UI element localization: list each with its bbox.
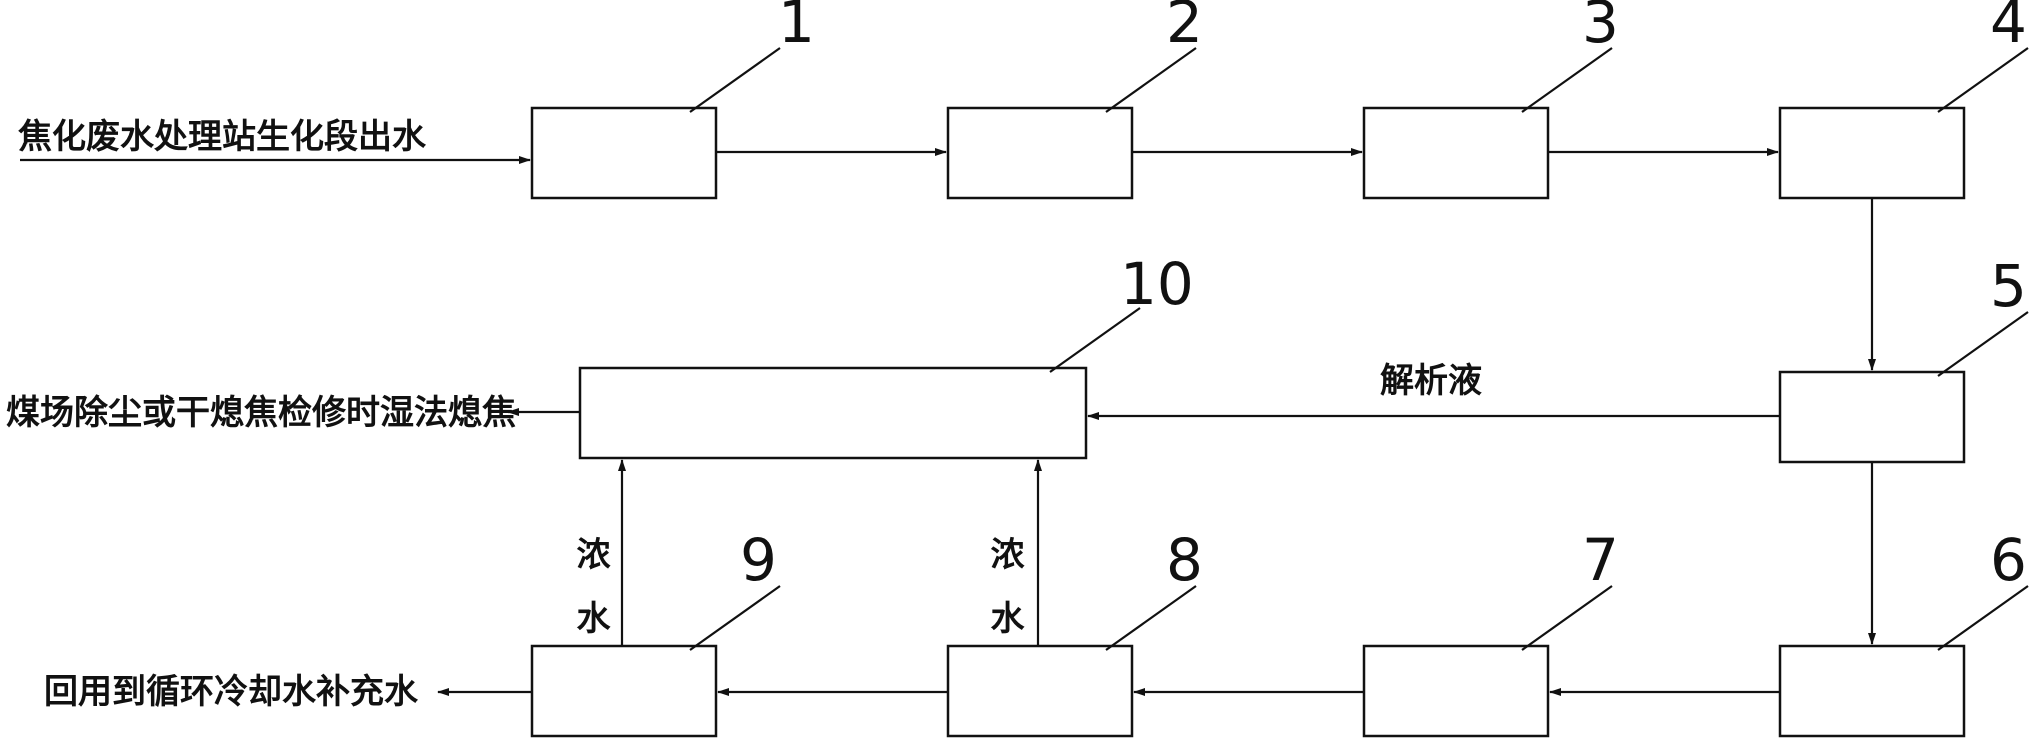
box-number-4: 4 <box>1990 0 2027 56</box>
leader-10 <box>1049 307 1141 373</box>
label-output-dust: 煤场除尘或干熄焦检修时湿法熄焦 <box>6 393 516 433</box>
label-output-cooling: 回用到循环冷却水补充水 <box>44 672 419 712</box>
leader-lines <box>689 47 2029 651</box>
box-6 <box>1778 644 1966 738</box>
box-number-6: 6 <box>1990 526 2027 594</box>
box-number-9: 9 <box>740 526 777 594</box>
box-number-7: 7 <box>1582 526 1619 594</box>
leader-9 <box>689 585 781 651</box>
label-desorption: 解析液 <box>1380 361 1482 401</box>
box-number-5: 5 <box>1990 252 2027 320</box>
box-number-3: 3 <box>1582 0 1619 56</box>
box-2 <box>946 106 1134 200</box>
leader-2 <box>1105 47 1197 113</box>
label-concentrate-right: 浓水 <box>984 536 1024 664</box>
box-number-1: 1 <box>778 0 815 56</box>
box-7 <box>1362 644 1550 738</box>
leader-5 <box>1937 311 2029 377</box>
leader-7 <box>1521 585 1613 651</box>
leader-1 <box>689 47 781 113</box>
flow-arrows <box>20 148 1876 696</box>
leader-6 <box>1937 585 2029 651</box>
label-concentrate-left: 浓水 <box>570 536 610 664</box>
box-10 <box>578 366 1088 460</box>
box-number-8: 8 <box>1166 526 1203 594</box>
box-9 <box>530 644 718 738</box>
box-3 <box>1362 106 1550 200</box>
label-input: 焦化废水处理站生化段出水 <box>18 117 427 157</box>
box-5 <box>1778 370 1966 464</box>
leader-3 <box>1521 47 1613 113</box>
box-8 <box>946 644 1134 738</box>
box-number-2: 2 <box>1166 0 1203 56</box>
leader-4 <box>1937 47 2029 113</box>
leader-8 <box>1105 585 1197 651</box>
box-4 <box>1778 106 1966 200</box>
box-1 <box>530 106 718 200</box>
box-number-10: 10 <box>1120 250 1194 318</box>
